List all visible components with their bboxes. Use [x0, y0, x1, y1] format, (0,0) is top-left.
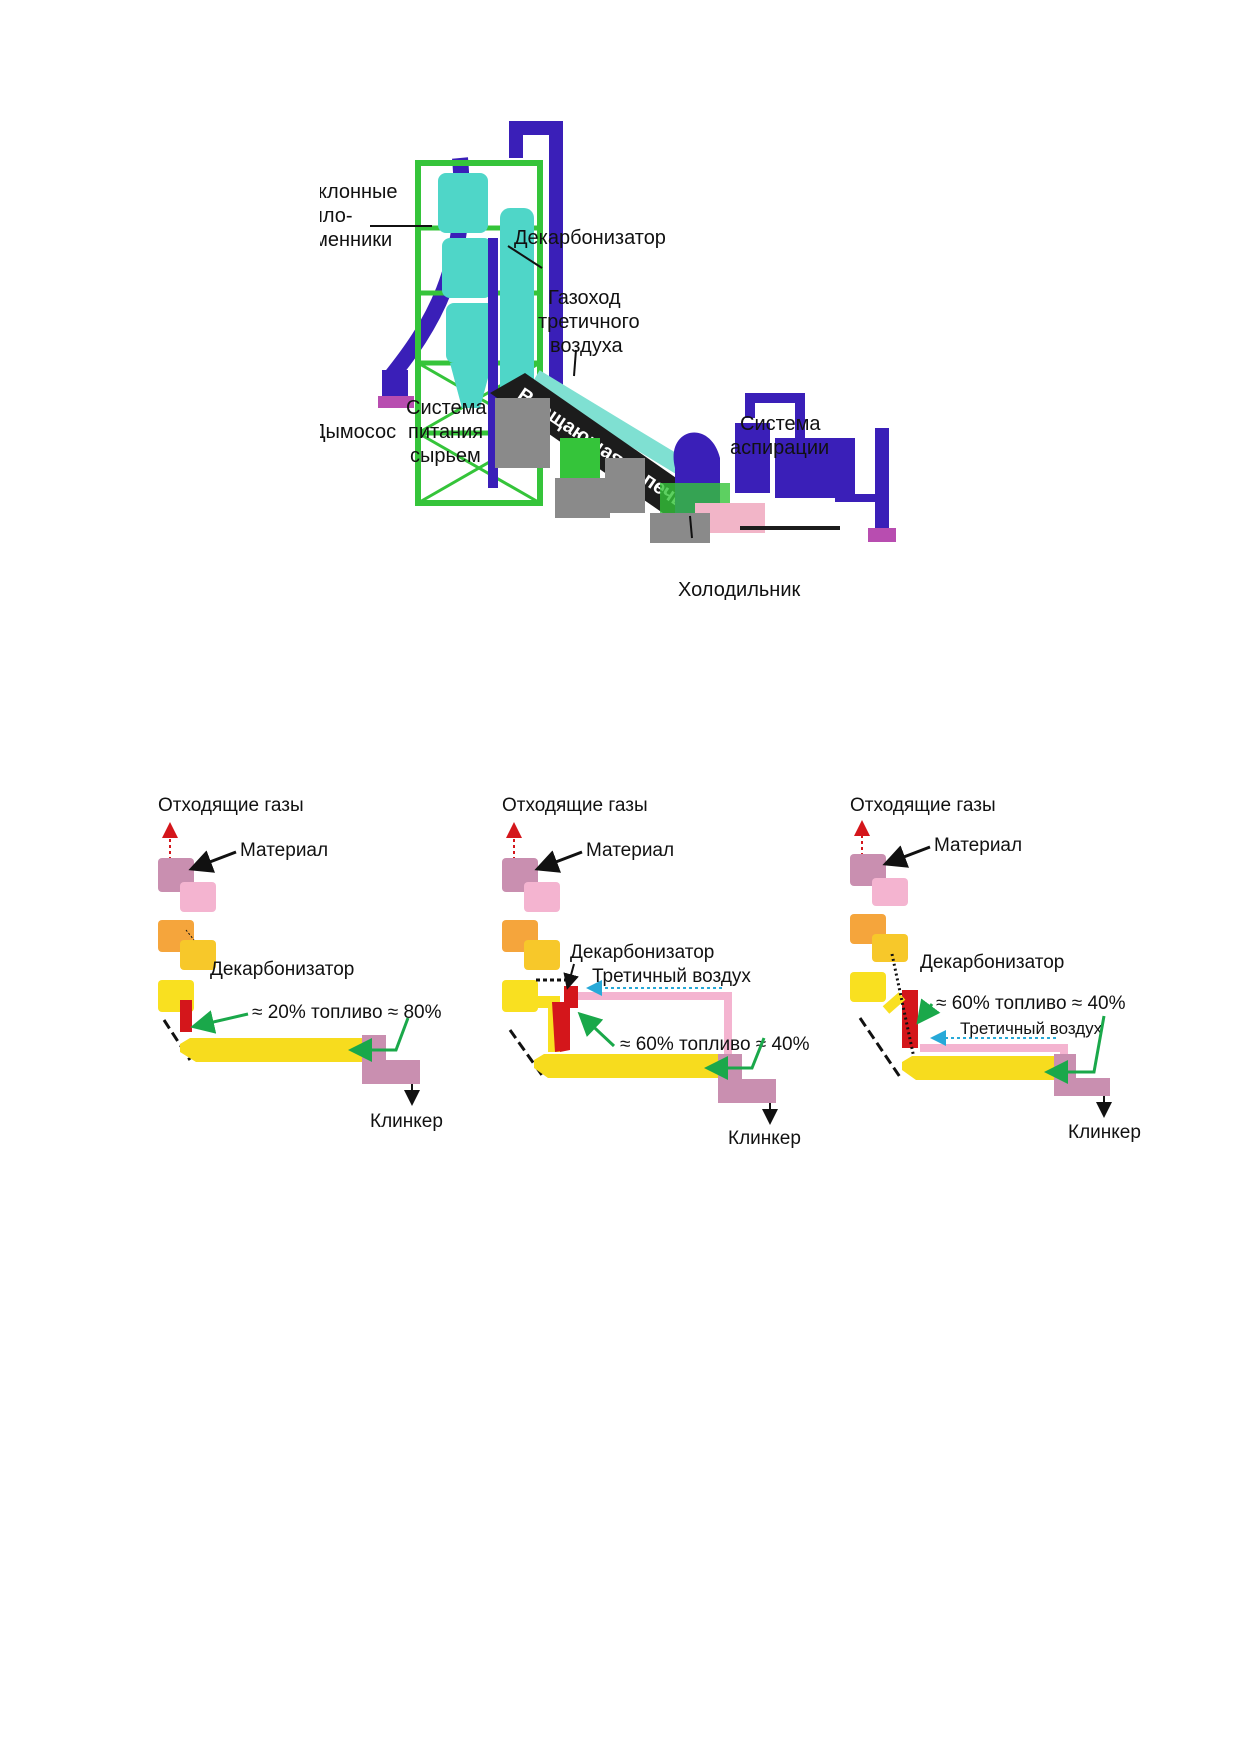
fuel-split-label: ≈ 60% топливо ≈ 40%	[936, 993, 1126, 1014]
cyclone-stage-4	[524, 940, 560, 970]
clinker-cooler	[718, 1054, 776, 1103]
aspiration-system-illustration	[735, 393, 896, 542]
leader-lines	[370, 225, 693, 539]
exhaust-gas-label: Отходящие газы	[850, 795, 996, 816]
exhaust-gas-label: Отходящие газы	[502, 795, 648, 816]
rotary-kiln	[534, 1054, 728, 1078]
fuel-arrow-kiln	[348, 1017, 410, 1062]
cyclone-stage-4	[872, 934, 908, 962]
fuel-split-label: ≈ 60% топливо ≈ 40%	[620, 1034, 810, 1055]
fuel-arrow-calciner	[190, 1010, 249, 1034]
cyclone-stage-2	[524, 882, 560, 912]
calciner-schemes: Отходящие газы Клинкер Материал Декарбон…	[158, 795, 1141, 1149]
scheme-1: Отходящие газы Клинкер Материал Декарбон…	[158, 795, 443, 1132]
tertiary-air-label: Третичный воздух	[960, 1019, 1103, 1038]
cyclone-stage-2	[180, 882, 216, 912]
rotary-kiln	[180, 1038, 372, 1062]
clinker-cooler	[1054, 1054, 1110, 1096]
decarbonizer-label: Декарбонизатор	[514, 227, 666, 249]
cooler-illustration	[650, 432, 765, 543]
clinker-label: Клинкер	[1068, 1122, 1141, 1143]
cyclone-stage-4	[180, 940, 216, 970]
fuel-arrow-calciner	[577, 1011, 616, 1048]
material-label: Материал	[586, 840, 674, 861]
tertiary-duct-illustration	[530, 370, 705, 486]
decarbonizer-label: Декарбонизатор	[210, 959, 354, 980]
material-label: Материал	[934, 835, 1022, 856]
cooler-label: Холодильник	[678, 579, 801, 601]
aspiration-system-label: Система аспирации	[730, 413, 829, 459]
clinker-label: Клинкер	[728, 1128, 801, 1149]
cyclone-stage-5	[850, 972, 886, 1002]
tertiary-air-label: Третичный воздух	[592, 966, 751, 987]
tertiary-air-duct	[578, 992, 732, 1056]
calciner	[902, 990, 918, 1048]
cyclone-stage-5	[502, 980, 538, 1012]
cement-plant-illustration: Вращающаяся печь Циклонные тепло- обменн…	[320, 121, 896, 601]
exhaust-fan-label: Дымосос	[320, 421, 396, 443]
tertiary-duct-label: Газоход третичного воздуха	[538, 287, 645, 357]
decarbonizer-label: Декарбонизатор	[570, 942, 714, 963]
fuel-arrow-kiln	[704, 1037, 766, 1080]
feed-system-label: Система питания сырьем	[406, 397, 492, 467]
cyclone-stage-2	[872, 878, 908, 906]
calciner	[180, 1000, 192, 1032]
fuel-split-label: ≈ 20% топливо ≈ 80%	[252, 1002, 442, 1023]
cyclones-label: Циклонные тепло- обменники	[320, 181, 403, 251]
fuel-arrow-calciner	[916, 998, 941, 1025]
fuel-arrow-kiln	[1044, 1015, 1106, 1084]
clinker-cooler	[362, 1035, 420, 1084]
rotary-kiln	[902, 1056, 1064, 1080]
material-label: Материал	[240, 840, 328, 861]
feed-system-illustration	[495, 398, 645, 518]
decarbonizer-label: Декарбонизатор	[920, 952, 1064, 973]
preheater-tower-illustration	[415, 121, 563, 506]
exhaust-gas-label: Отходящие газы	[158, 795, 304, 816]
clinker-label: Клинкер	[370, 1111, 443, 1132]
scheme-2: Отходящие газы Клинкер Материал Декарбон…	[502, 795, 810, 1149]
scheme-3: Отходящие газы Клинкер Материал Декарбон…	[850, 795, 1141, 1143]
